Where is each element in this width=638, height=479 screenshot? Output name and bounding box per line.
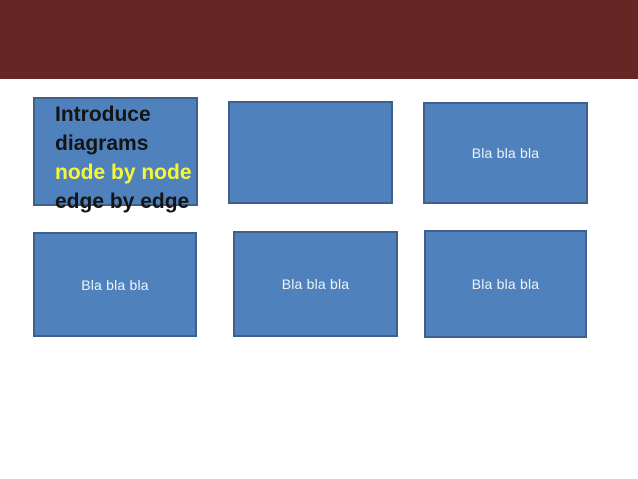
box-bottom-right: Bla bla bla [424, 230, 587, 338]
box-top-right: Bla bla bla [423, 102, 588, 204]
intro-line-node-by-node: node by node [55, 161, 192, 184]
intro-line-diagrams: diagrams [55, 132, 149, 155]
box-top-right-label: Bla bla bla [471, 145, 540, 161]
box-bottom-left-label: Bla bla bla [81, 276, 149, 293]
intro-text: Introduce diagrams node by node edge by … [55, 100, 215, 216]
box-bottom-middle-label: Bla bla bla [281, 276, 350, 292]
intro-text-box: Introduce diagrams node by node edge by … [33, 97, 198, 213]
header-band [0, 0, 638, 79]
intro-line-introduce: Introduce [55, 103, 151, 126]
box-bottom-right-label: Bla bla bla [471, 276, 540, 292]
box-top-middle [228, 101, 393, 204]
box-bottom-middle: Bla bla bla [233, 231, 398, 337]
box-bottom-left: Bla bla bla [33, 232, 197, 337]
intro-line-edge-by-edge: edge by edge [55, 190, 190, 213]
